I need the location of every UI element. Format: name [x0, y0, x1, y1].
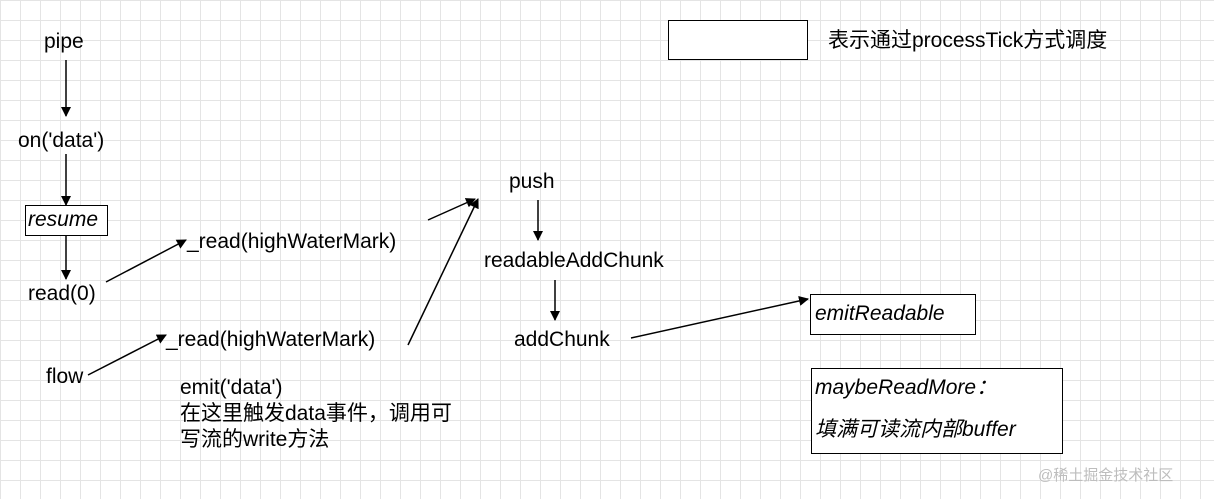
- arrow-add-chunk-to-emit-readable: [630, 296, 809, 339]
- node-flow: flow: [46, 365, 84, 388]
- node-read0: read(0): [28, 282, 96, 305]
- arrow-read0-to-read-hwm: [105, 239, 187, 283]
- node-read-hwm-upper: _read(highWaterMark): [187, 230, 397, 253]
- note-line-2: 在这里触发data事件，调用可: [180, 402, 452, 425]
- watermark: @稀土掘金技术社区: [1038, 467, 1174, 484]
- node-maybe-read-more-line1: maybeReadMore：: [815, 376, 998, 399]
- node-pipe: pipe: [44, 30, 84, 53]
- legend-text: 表示通过processTick方式调度: [828, 29, 1108, 52]
- node-add-chunk: addChunk: [514, 328, 610, 351]
- legend-sample-box: [668, 20, 808, 60]
- arrow-read-hwm-to-push-upper: [427, 198, 476, 221]
- arrow-read-hwm-to-push-lower: [407, 198, 479, 346]
- node-push: push: [509, 170, 555, 193]
- note-line-3: 写流的write方法: [180, 428, 330, 451]
- node-readable-add-chunk: readableAddChunk: [484, 249, 664, 272]
- node-read-hwm-lower: _read(highWaterMark): [166, 328, 376, 351]
- node-resume-box: resume: [25, 205, 108, 236]
- note-line-1: emit('data'): [180, 376, 283, 399]
- node-maybe-read-more-line2: 填满可读流内部buffer: [815, 418, 1016, 441]
- node-emit-readable-box: emitReadable: [810, 294, 976, 335]
- node-resume: resume: [28, 208, 99, 231]
- node-on-data: on('data'): [18, 129, 105, 152]
- node-emit-readable: emitReadable: [815, 302, 945, 325]
- node-maybe-read-more-box: maybeReadMore： 填满可读流内部buffer: [811, 368, 1063, 454]
- arrow-flow-to-read-hwm: [87, 334, 167, 376]
